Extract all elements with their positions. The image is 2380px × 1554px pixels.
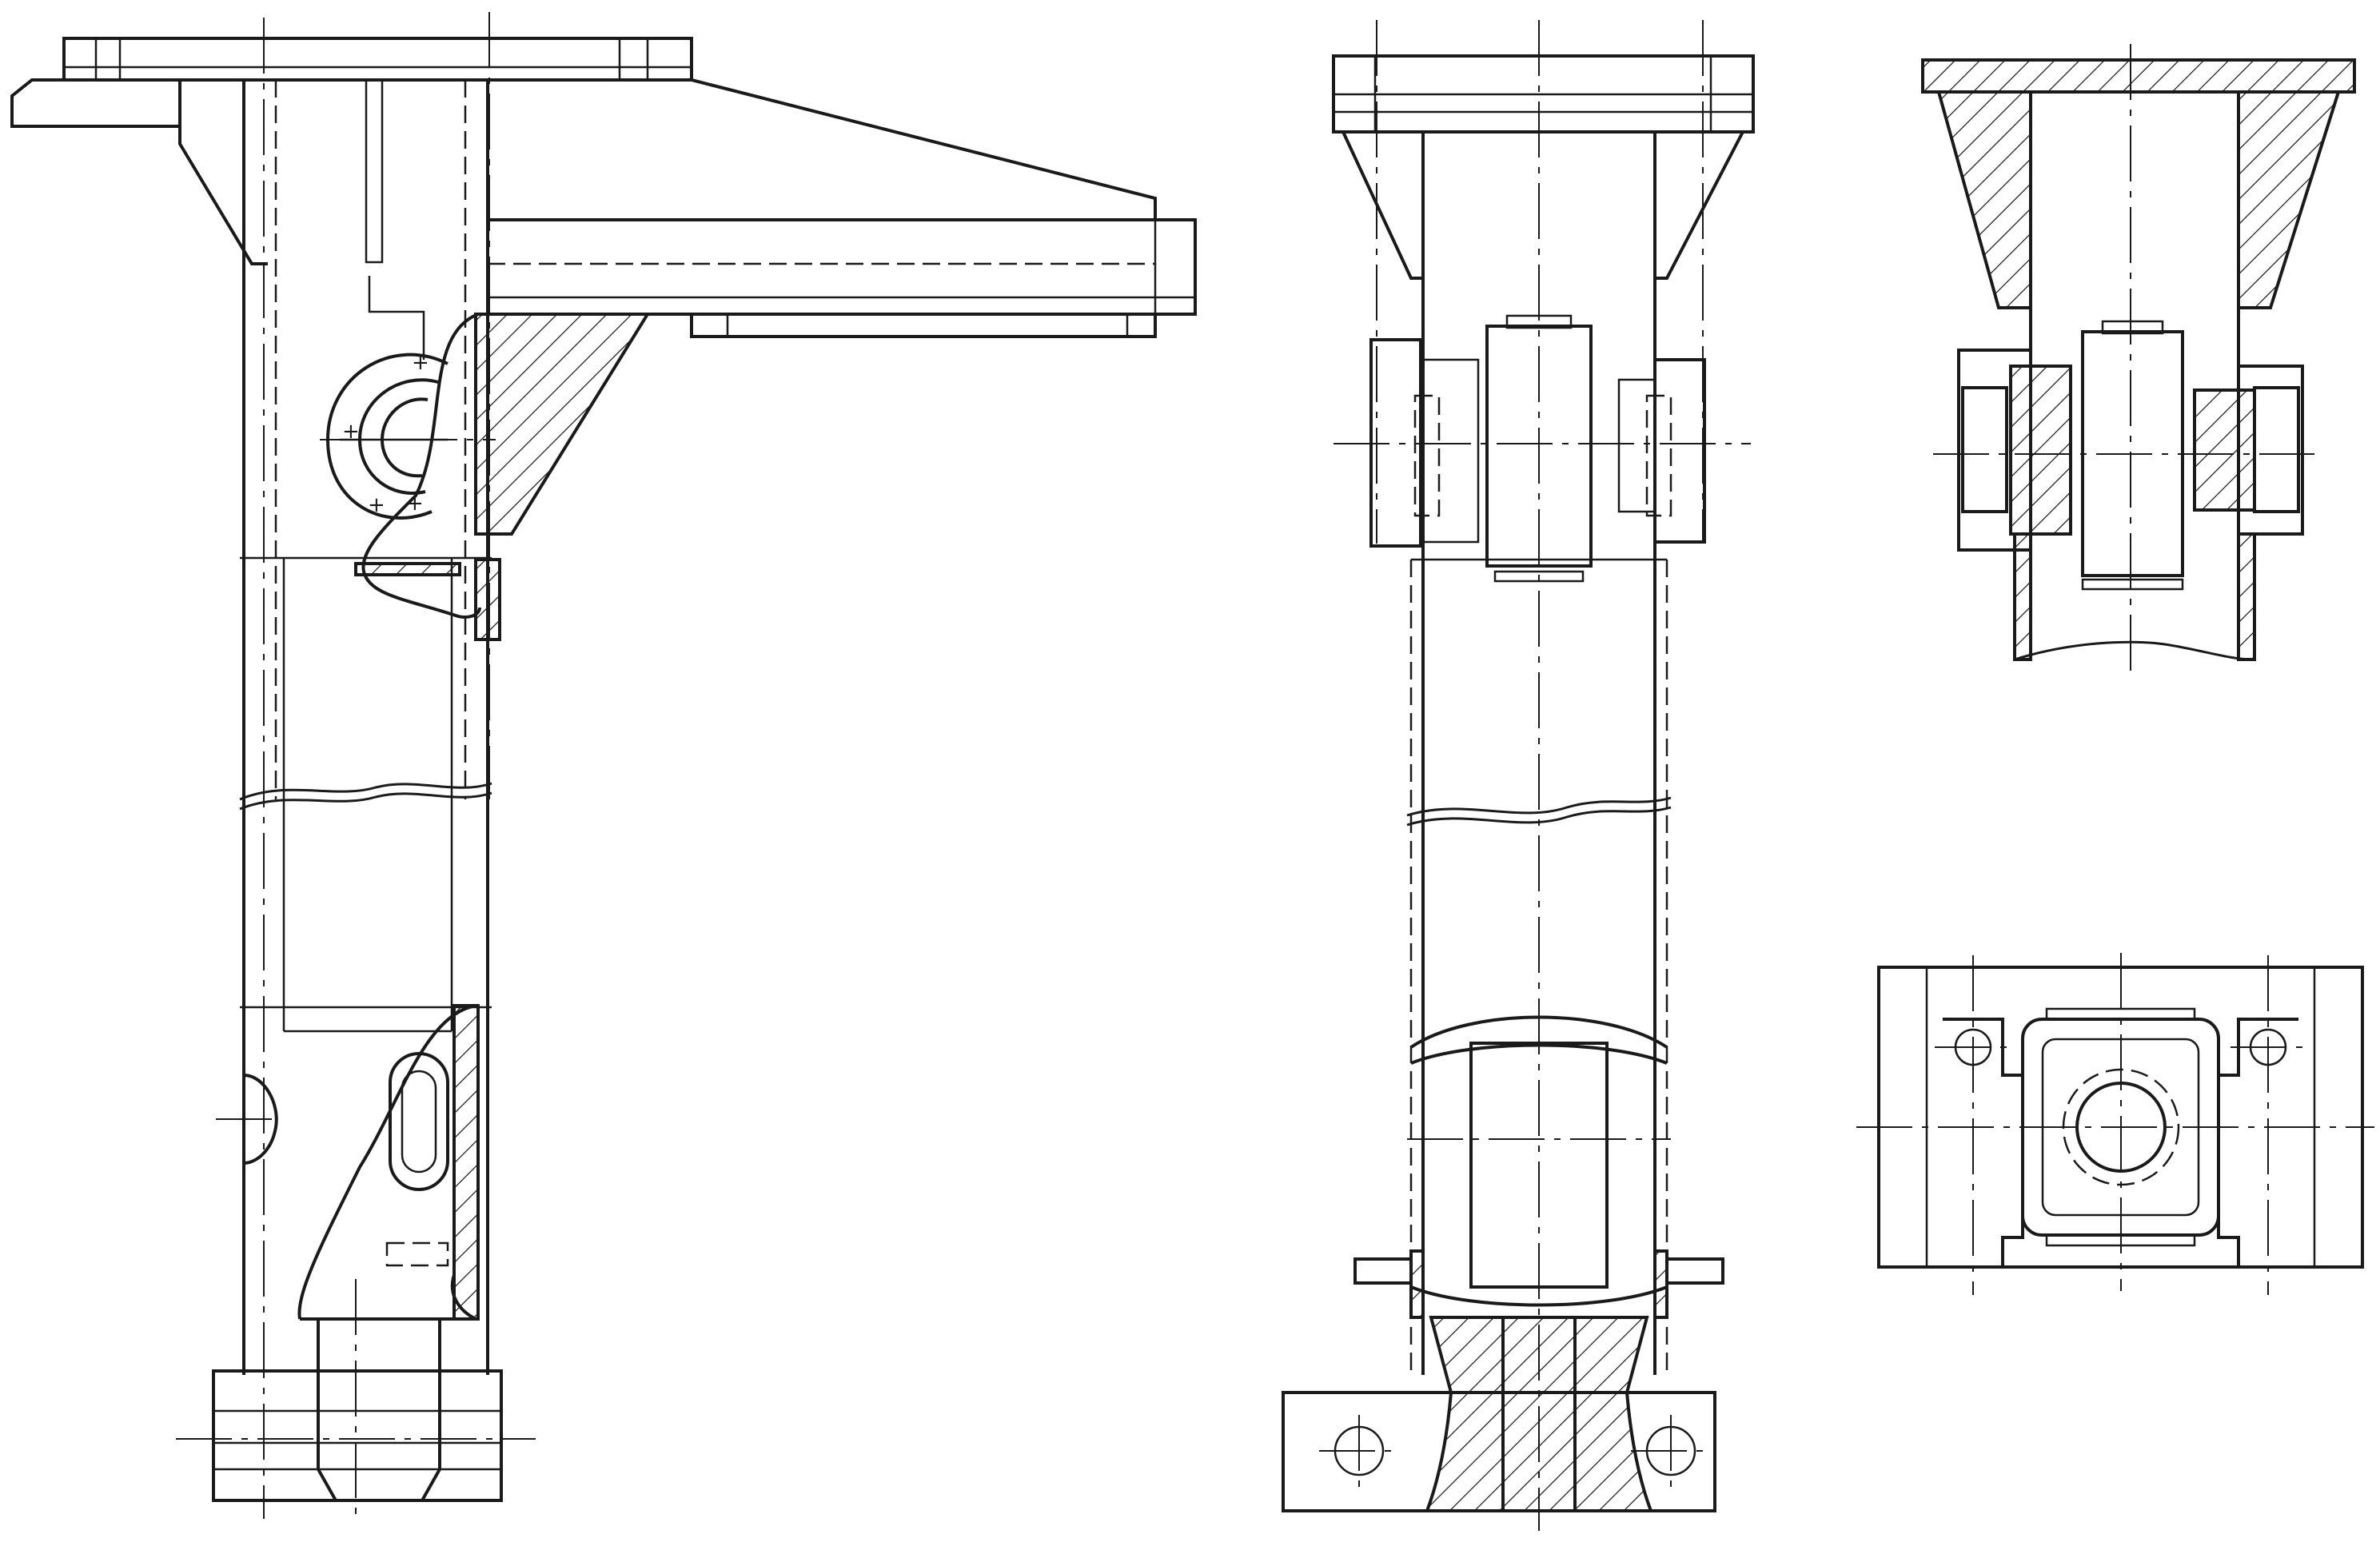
side-left-wall-section: [1409, 1249, 1425, 1319]
left-boss: [243, 1074, 278, 1165]
side-left-gusset: [1341, 131, 1423, 280]
left-gusset: [178, 126, 268, 265]
oblong-slot-inner: [401, 1070, 437, 1173]
side-break-lower: [1406, 806, 1672, 827]
section-right-boss: [2193, 365, 2304, 536]
oblong-slot: [389, 1052, 449, 1191]
front-view: + + + +: [10, 12, 1197, 1519]
internal-step: [368, 276, 425, 360]
cantilever-arm: [486, 38, 1197, 338]
side-left-pin: [1353, 1257, 1413, 1285]
section-break: [2014, 640, 2255, 661]
internal-rib: [365, 78, 384, 264]
side-base-plate: [1282, 1391, 1716, 1512]
bolt-mark-4: +: [406, 492, 424, 516]
lower-gusset-curve: [450, 1274, 476, 1321]
upper-bearing-housing: [320, 353, 496, 520]
side-top-flange: [1332, 54, 1755, 133]
section-top-plate: [1921, 58, 2356, 94]
upper-cutaway: [361, 313, 481, 619]
side-right-lug: [1617, 358, 1706, 544]
side-column: [1409, 132, 1668, 1375]
section-right-lower-wall: [2237, 532, 2256, 661]
lower-wall-section: [452, 1004, 480, 1321]
small-hidden-pocket: [385, 1241, 449, 1267]
bottom-plan-view: [1856, 953, 2374, 1295]
section-left-lower-wall: [2013, 532, 2032, 661]
side-break-upper: [1406, 796, 1672, 817]
section-left-boss: [1957, 349, 2072, 552]
arm-bracket-section: [474, 313, 651, 536]
column-wall-section: [474, 558, 501, 641]
bolt-mark-3: +: [368, 493, 385, 517]
stiffener-plate: [354, 562, 461, 576]
bolt-mark-2: +: [412, 351, 429, 375]
side-right-pin: [1665, 1257, 1724, 1285]
top-section-view: [1921, 44, 2356, 679]
side-view: [1282, 20, 1755, 1531]
front-break-lower: [239, 791, 492, 811]
side-right-wall-section: [1653, 1249, 1668, 1319]
bolt-mark-1: +: [342, 420, 360, 444]
lower-cutaway: [297, 1004, 476, 1320]
front-base: [212, 1319, 503, 1502]
side-right-gusset: [1655, 131, 1744, 280]
front-break-upper: [239, 782, 492, 801]
